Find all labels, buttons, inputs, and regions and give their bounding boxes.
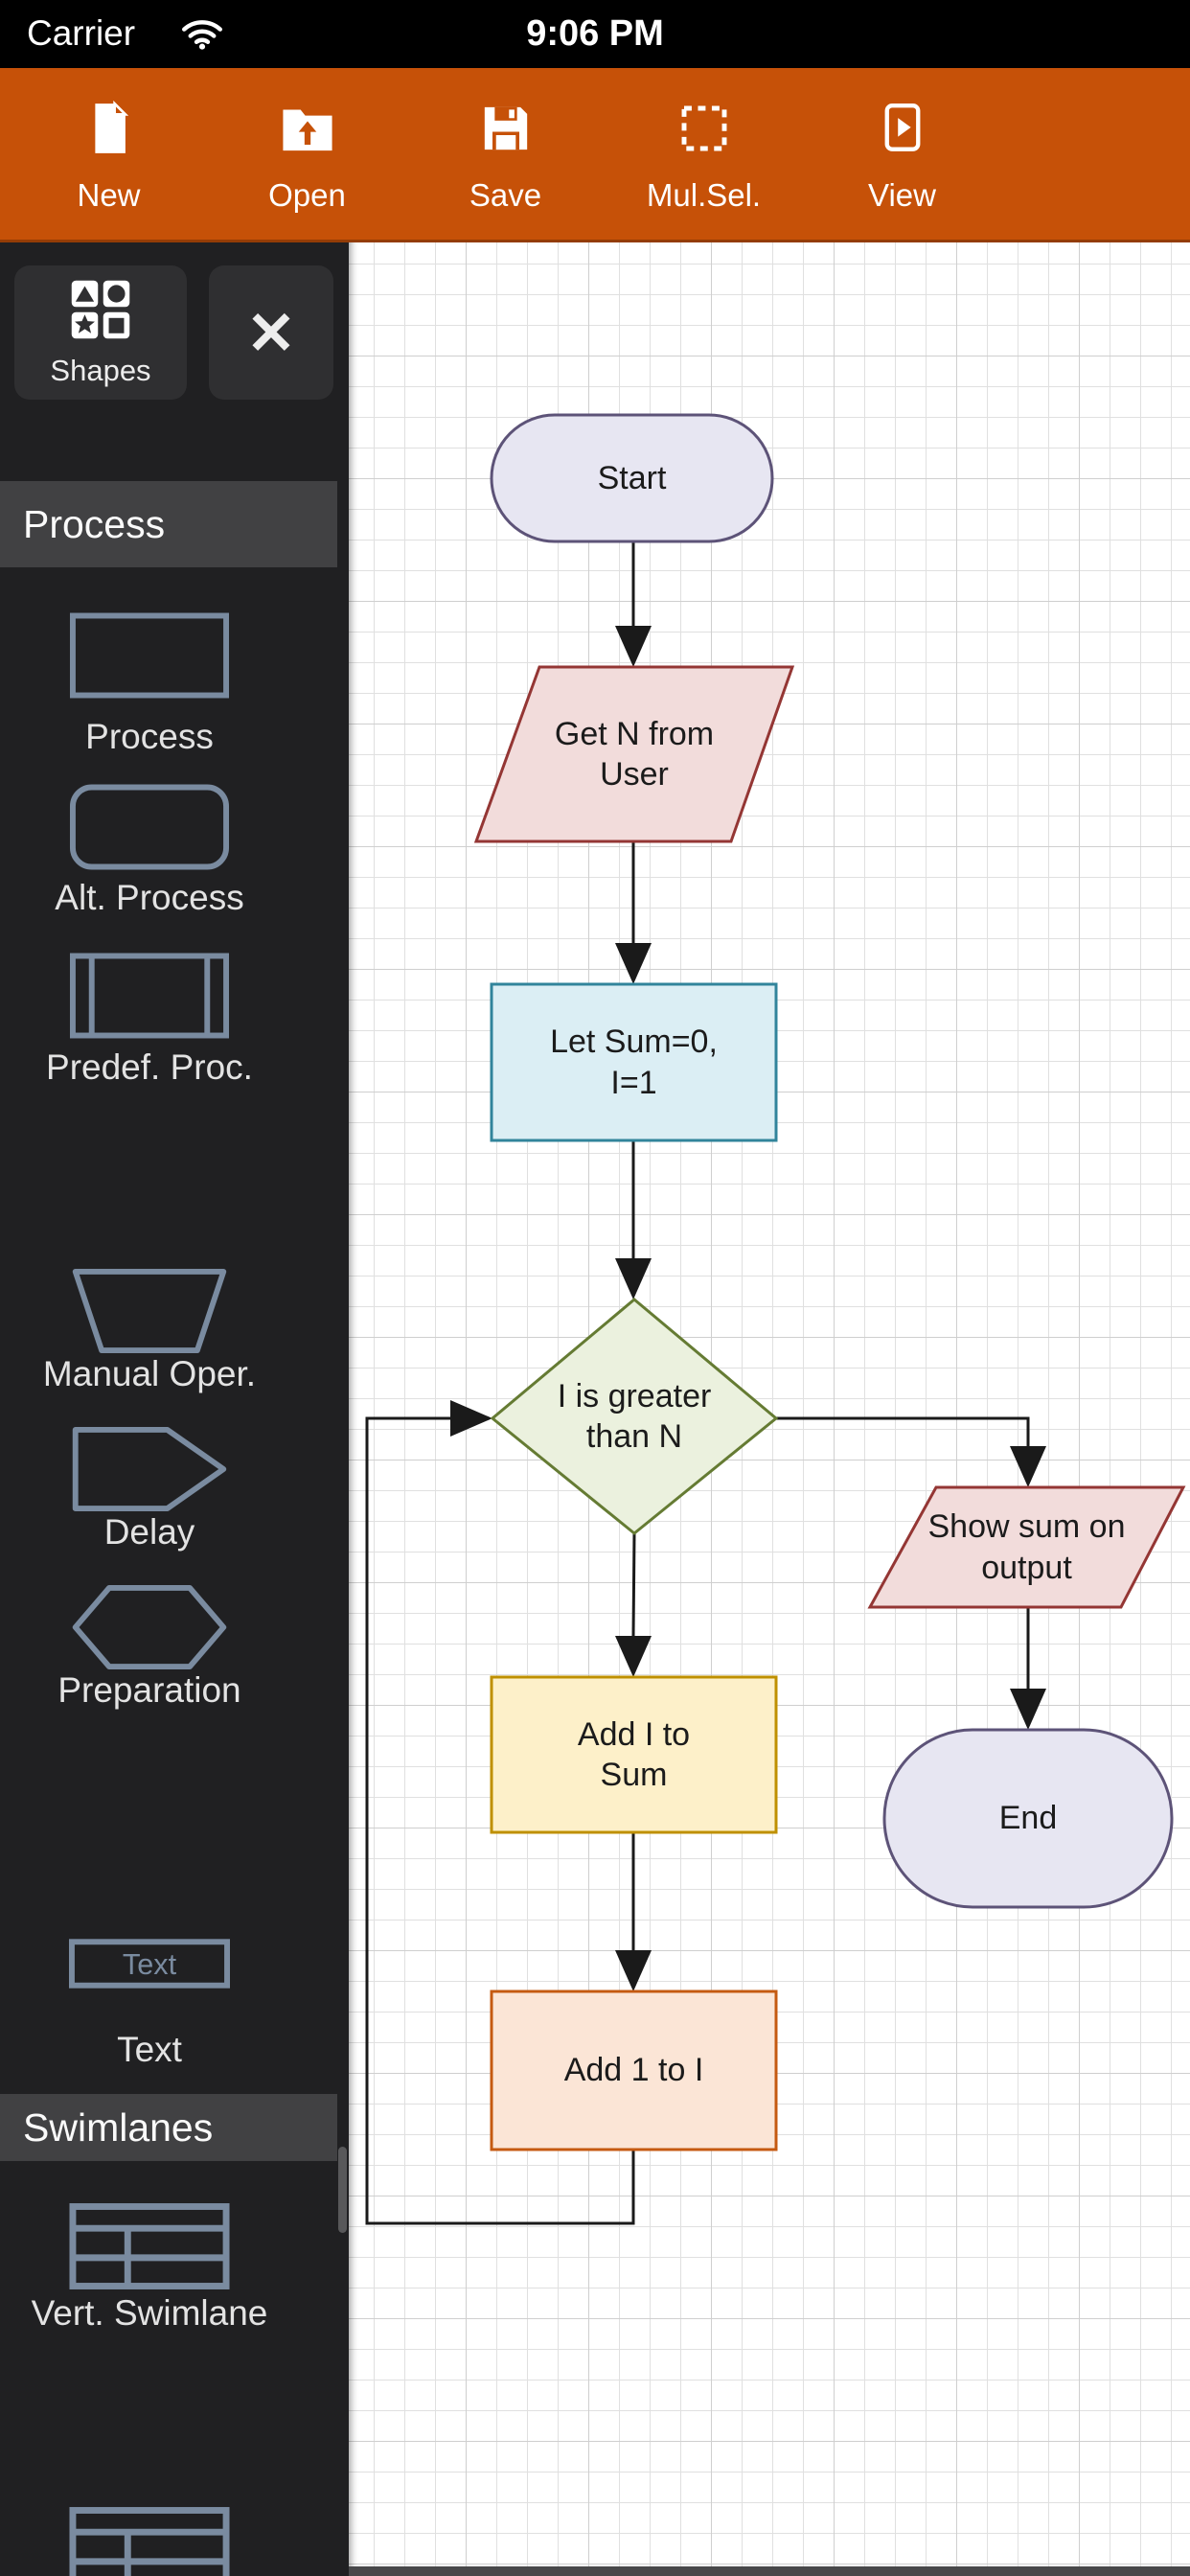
node-get-n-label: Get N from User xyxy=(554,715,715,794)
sidebar-item-process[interactable] xyxy=(69,611,230,704)
connector-add1-loop-to-decision[interactable] xyxy=(365,1400,635,2225)
diagram-canvas[interactable]: Start Get N from User Let Sum=0, I=1 I i… xyxy=(349,242,1190,2576)
sidebar-item-text[interactable]: Text xyxy=(69,1939,230,1993)
node-add-1[interactable] xyxy=(490,1990,778,2151)
delay-shape-icon xyxy=(69,1426,230,1517)
sidebar-item-preparation[interactable] xyxy=(69,1584,230,1675)
toolbar: New Open Save Mul xyxy=(0,68,1190,242)
sidebar-scrollbar-thumb[interactable] xyxy=(338,2147,347,2233)
connector-start-to-getn[interactable] xyxy=(615,541,652,667)
node-start-label: Start xyxy=(597,459,667,496)
node-decision[interactable] xyxy=(490,1298,779,1535)
vertical-swimlane-shape-icon xyxy=(69,2202,230,2295)
open-folder-icon xyxy=(279,95,336,162)
svg-text:Text: Text xyxy=(123,1948,177,1981)
save-floppy-icon xyxy=(479,95,533,162)
sidebar-item-alt-process[interactable] xyxy=(69,783,230,876)
sidebar-item-delay-label: Delay xyxy=(103,1512,195,1552)
predefined-process-shape-icon xyxy=(69,952,230,1045)
sidebar-item-vertical-swimlane-label: Vert. Swimlane xyxy=(31,2293,268,2333)
node-add-i[interactable] xyxy=(490,1675,778,1834)
connector-addi-to-add1[interactable] xyxy=(615,1832,652,1991)
view-play-icon xyxy=(878,95,927,162)
wifi-icon xyxy=(180,17,224,55)
node-show-sum-label: Show sum on output xyxy=(927,1508,1126,1586)
hexagon-shape-icon xyxy=(69,1584,230,1675)
view-button[interactable]: View xyxy=(803,78,1001,231)
sidebar-item-predefined-process-label: Predef. Proc. xyxy=(46,1047,253,1087)
shapes-button[interactable]: Shapes xyxy=(14,265,187,400)
open-button-label: Open xyxy=(268,176,346,213)
node-start[interactable] xyxy=(490,413,774,543)
sidebar-item-vertical-swimlane[interactable] xyxy=(69,2202,230,2295)
connector-init-to-decision[interactable] xyxy=(615,1140,652,1300)
save-button[interactable]: Save xyxy=(406,78,605,231)
node-init[interactable] xyxy=(490,982,778,1142)
sidebar-item-manual-operation-label: Manual Oper. xyxy=(42,1354,257,1393)
node-decision-label: I is greater than N xyxy=(557,1377,712,1456)
section-header-process[interactable]: Process xyxy=(0,481,337,567)
flowchart xyxy=(365,413,1186,2225)
canvas-horizontal-scrollbar[interactable] xyxy=(349,2566,1190,2576)
section-header-swimlanes[interactable]: Swimlanes xyxy=(0,2094,337,2161)
node-end-label: End xyxy=(998,1800,1058,1837)
new-button[interactable]: New xyxy=(10,78,208,231)
shapes-grid-icon xyxy=(69,278,132,346)
rounded-rectangle-shape-icon xyxy=(69,783,230,876)
text-shape-icon: Text xyxy=(69,1939,230,1993)
sidebar-item-process-label: Process xyxy=(85,717,214,756)
sidebar-item-manual-operation[interactable] xyxy=(69,1268,230,1359)
node-add-1-label: Add 1 to I xyxy=(563,2052,704,2089)
shapes-sidebar: Shapes ✕ Process Process Alt. Process xyxy=(0,242,349,2576)
status-clock: 9:06 PM xyxy=(526,13,664,54)
new-document-icon xyxy=(83,95,135,162)
multi-select-button-label: Mul.Sel. xyxy=(646,176,762,213)
node-show-sum[interactable] xyxy=(867,1485,1186,1609)
close-icon: ✕ xyxy=(246,300,296,367)
carrier-label: Carrier xyxy=(27,13,136,53)
save-button-label: Save xyxy=(469,176,542,213)
horizontal-swimlane-shape-icon xyxy=(69,2506,230,2576)
open-button[interactable]: Open xyxy=(208,78,406,231)
shapes-button-label: Shapes xyxy=(50,353,151,387)
sidebar-item-text-label: Text xyxy=(117,2030,182,2069)
close-sidebar-button[interactable]: ✕ xyxy=(209,265,333,400)
rectangle-shape-icon xyxy=(69,611,230,704)
sidebar-item-predefined-process[interactable] xyxy=(69,952,230,1045)
node-end[interactable] xyxy=(882,1728,1174,1909)
sidebar-item-delay[interactable] xyxy=(69,1426,230,1517)
sidebar-item-preparation-label: Preparation xyxy=(57,1670,241,1710)
multi-select-icon xyxy=(677,95,731,162)
view-button-label: View xyxy=(868,176,936,213)
trapezoid-shape-icon xyxy=(69,1268,230,1359)
connector-decision-to-showsum[interactable] xyxy=(776,1416,1046,1487)
sidebar-item-horizontal-swimlane-partial[interactable] xyxy=(69,2506,230,2576)
new-button-label: New xyxy=(77,176,141,213)
node-add-i-label: Add I to Sum xyxy=(577,1715,691,1794)
node-get-n[interactable] xyxy=(473,665,795,843)
sidebar-item-alt-process-label: Alt. Process xyxy=(55,878,244,917)
connector-getn-to-init[interactable] xyxy=(615,841,652,984)
multi-select-button[interactable]: Mul.Sel. xyxy=(605,78,803,231)
node-init-label: Let Sum=0, I=1 xyxy=(550,1024,718,1101)
connector-showsum-to-end[interactable] xyxy=(1010,1607,1046,1730)
connector-decision-to-addi[interactable] xyxy=(615,1532,652,1677)
status-bar: Carrier 9:06 PM xyxy=(0,0,1190,68)
